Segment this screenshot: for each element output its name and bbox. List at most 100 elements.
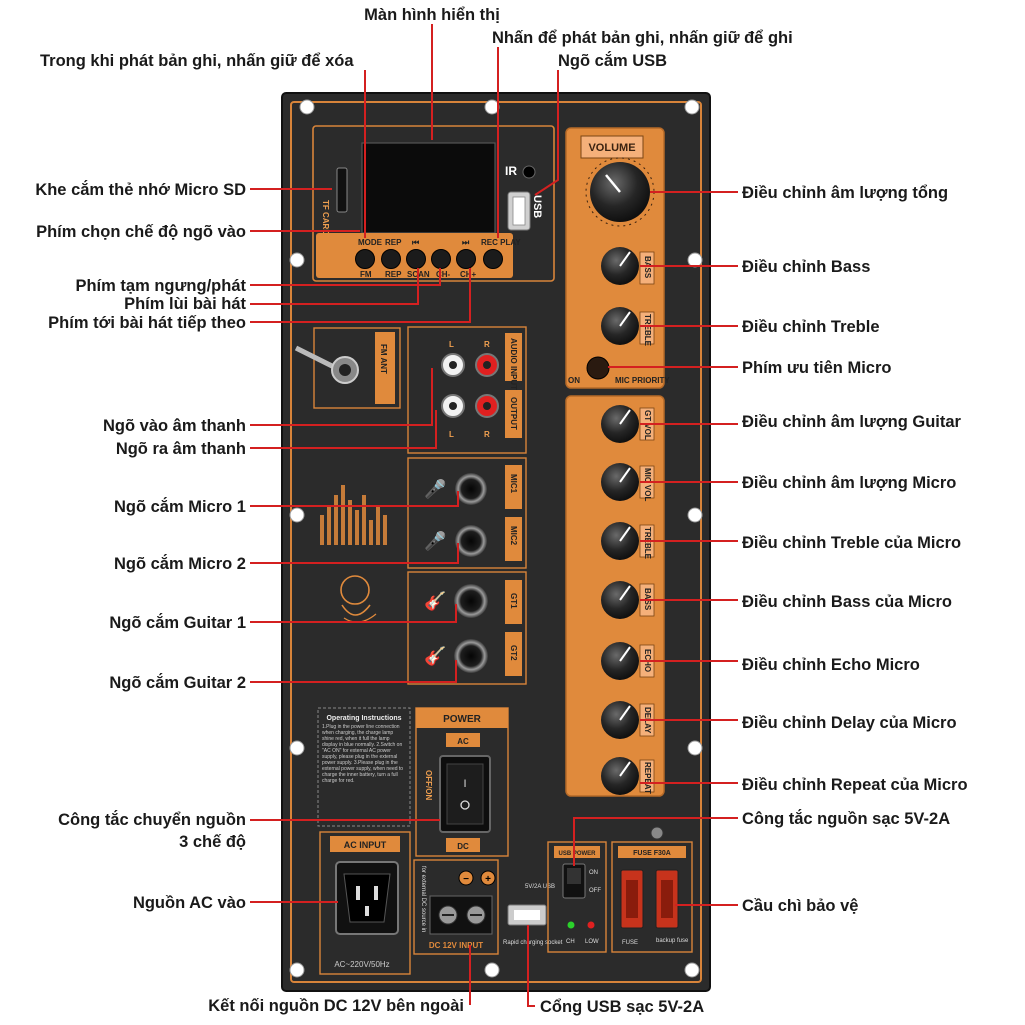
callout-master-volume: Điều chỉnh âm lượng tổng — [742, 184, 948, 202]
on-label: ON — [589, 870, 598, 876]
knob-tag: TREBLE — [643, 527, 652, 560]
svg-text:I: I — [463, 778, 466, 790]
callout-pause-play: Phím tạm ngưng/phát — [75, 277, 246, 295]
btn-top-label: MODE — [358, 238, 383, 247]
svg-text:+: + — [485, 874, 491, 885]
mode-button[interactable] — [355, 249, 375, 269]
callout-mode-button: Phím chọn chế độ ngõ vào — [36, 223, 246, 241]
callout-audio-out: Ngõ ra âm thanh — [116, 440, 246, 458]
mic-priority-button[interactable] — [586, 356, 610, 380]
knob-tag: MIC VOL — [643, 468, 652, 501]
prev-button[interactable] — [406, 249, 426, 269]
off-on-label: OFF/ON — [424, 770, 433, 800]
usb-label: USB — [531, 195, 543, 218]
callout-repeat: Điều chỉnh Repeat của Micro — [742, 776, 968, 794]
gt2-tag: GT2 — [509, 645, 518, 661]
svg-text:−: − — [463, 874, 469, 885]
btn-bottom-label: CH- — [436, 270, 451, 279]
callout-delete-record: Trong khi phát bản ghi, nhấn giữ để xóa — [40, 52, 354, 70]
callout-usb-port: Ngõ cắm USB — [558, 51, 667, 70]
ir-label: IR — [505, 164, 517, 178]
next-button[interactable] — [431, 249, 451, 269]
operating-title: Operating Instructions — [326, 715, 401, 722]
mic1-jack — [455, 473, 487, 505]
callout-ac-in: Nguồn AC vào — [133, 894, 246, 912]
mic1-tag: MIC1 — [509, 474, 518, 494]
fm-antenna-module: FM ANT — [294, 327, 401, 409]
jack-module: MIC1 MIC2 GT1 GT2 🎤 🎤 🎸 🎸 — [407, 457, 527, 685]
fm-ant-label: FM ANT — [379, 344, 388, 374]
callout-display: Màn hình hiển thị — [364, 6, 500, 24]
knob-tag: BASS — [643, 256, 652, 279]
callout-audio-in: Ngõ vào âm thanh — [103, 417, 246, 435]
operating-instructions: Operating Instructions 1.Plug in the pow… — [317, 707, 411, 827]
btn-top-label: ⏭ — [462, 238, 470, 247]
callout-delay: Điều chỉnh Delay của Micro — [742, 714, 957, 732]
callout-labels: Màn hình hiển thị Nhấn để phát bản ghi, … — [35, 6, 967, 1016]
mic-knobs — [601, 405, 639, 795]
callout-mic1: Ngõ cắm Micro 1 — [114, 497, 246, 516]
gt1-tag: GT1 — [509, 593, 518, 609]
mic-icon: 🎤 — [424, 478, 446, 499]
backup-fuse-label: backup fuse — [656, 938, 689, 944]
fuse-f30a-label: FUSE F30A — [633, 850, 671, 857]
mic2-jack — [455, 525, 487, 557]
sd-card-slot — [336, 167, 348, 213]
rec-play-button[interactable] — [483, 249, 503, 269]
callout-dc-connect: Kết nối nguồn DC 12V bên ngoài — [208, 997, 464, 1015]
callout-guitar2: Ngõ cắm Guitar 2 — [109, 673, 246, 692]
usb-power-label: USB POWER — [558, 851, 596, 857]
guitar2-jack — [454, 639, 488, 673]
volume-label: VOLUME — [588, 142, 635, 154]
guitar-icon: 🎸 — [424, 590, 446, 612]
fuse-label: FUSE — [622, 940, 638, 946]
knob-tag: REPEAT — [643, 762, 652, 794]
callout-play-record: Nhấn để phát bản ghi, nhấn giữ để ghi — [492, 29, 793, 47]
btn-bottom-label: REP — [385, 270, 402, 279]
ac-input-module: AC INPUT AC~220V/50Hz — [319, 831, 411, 975]
dc-input-label: DC 12V INPUT — [429, 941, 483, 950]
callout-usb-charge: Cổng USB sạc 5V-2A — [540, 998, 704, 1016]
callout-charge-switch: Công tắc nguồn sạc 5V-2A — [742, 809, 950, 828]
btn-top-label: ⏮ — [412, 238, 419, 247]
output-label: OUTPUT — [509, 397, 518, 430]
charge-led — [567, 921, 575, 929]
callout-next-track: Phím tới bài hát tiếp theo — [48, 314, 246, 332]
fuse-module: FUSE F30A FUSE backup fuse — [611, 826, 693, 953]
external-source-label: for external DC source in — [420, 866, 426, 932]
knob-tag: TREBLE — [643, 314, 652, 347]
low-label: LOW — [585, 939, 599, 945]
ac-rating-label: AC~220V/50Hz — [334, 960, 389, 969]
volume-section: VOLUME BASS TREBLE MIC PRIORITY ON — [565, 127, 670, 389]
dc-label: DC — [457, 842, 469, 851]
r-label: R — [484, 340, 490, 349]
btn-top-label: REP — [385, 238, 402, 247]
btn-top-label: REC PLAY — [481, 238, 521, 247]
power-switch-module: POWER AC I DC OFF/ON — [415, 707, 509, 857]
usb-5v-label: 5V/2A USB — [525, 884, 555, 890]
operating-text: 1.Plug in the power line connection when… — [322, 724, 404, 784]
btn-bottom-label: CH+ — [460, 270, 477, 279]
ch-label: CH — [566, 939, 575, 945]
callout-fuse: Cầu chì bảo vệ — [742, 897, 858, 915]
mic2-tag: MIC2 — [509, 526, 518, 546]
rca-module: AUDIO INPUT OUTPUT L R L R — [407, 326, 527, 454]
mic-control-section: GT VOL MIC VOL TREBLE BASS ECHO DELAY RE… — [565, 395, 665, 797]
dc-input-module: − + for external DC source in DC 12V INP… — [413, 859, 499, 955]
callout-echo: Điều chỉnh Echo Micro — [742, 656, 920, 674]
display-screen — [361, 142, 496, 234]
play-button[interactable] — [456, 249, 476, 269]
callout-mic2: Ngõ cắm Micro 2 — [114, 554, 246, 573]
callout-sd-slot: Khe cắm thẻ nhớ Micro SD — [35, 180, 246, 199]
mic-icon: 🎤 — [424, 530, 446, 551]
equalizer-graphic — [320, 485, 387, 545]
rep-button[interactable] — [381, 249, 401, 269]
callout-prev-track: Phím lùi bài hát — [124, 295, 246, 313]
usb-charge-module: 5V/2A USB Rapid charging socket USB POWE… — [503, 841, 607, 953]
mic-priority-label: MIC PRIORITY — [615, 376, 670, 385]
ir-sensor — [522, 165, 536, 179]
callout-lines — [250, 24, 738, 1007]
on-label: ON — [568, 376, 580, 385]
low-led — [587, 921, 595, 929]
